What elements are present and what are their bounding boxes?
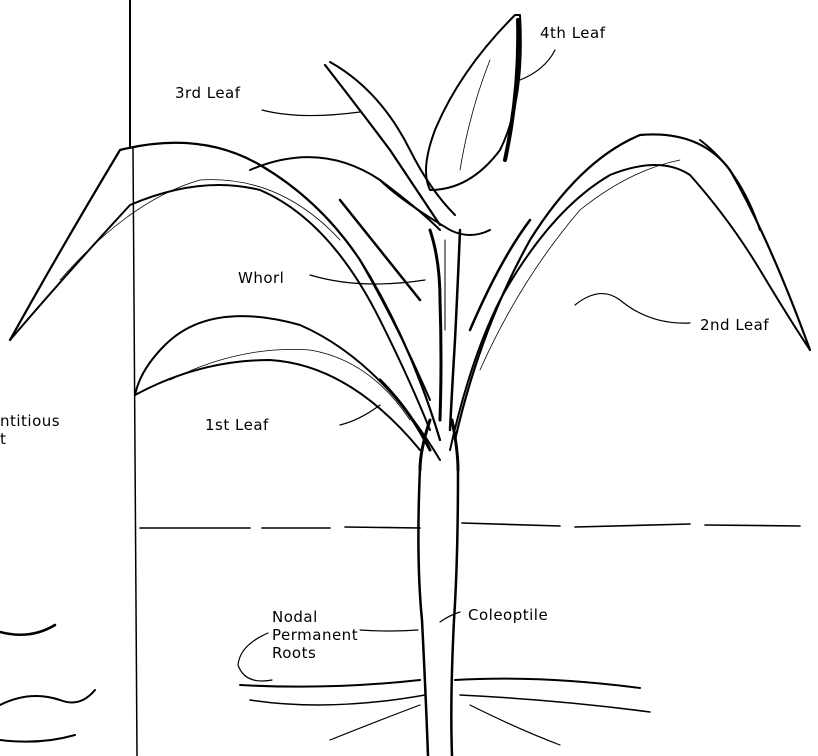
labels: 4th Leaf 3rd Leaf Whorl 2nd Leaf 1st Lea… bbox=[0, 24, 769, 662]
label-nodal-line1: Nodal bbox=[272, 608, 318, 626]
nodal-roots bbox=[240, 679, 650, 745]
third-leaf bbox=[10, 143, 440, 440]
soil-line bbox=[140, 523, 800, 528]
label-nodal-line2: Permanent bbox=[272, 626, 358, 644]
whorl bbox=[430, 230, 460, 430]
label-second-leaf: 2nd Leaf bbox=[700, 316, 769, 334]
label-fourth-leaf: 4th Leaf bbox=[540, 24, 606, 42]
label-first-leaf: 1st Leaf bbox=[205, 416, 269, 434]
first-leaf bbox=[135, 316, 440, 460]
label-third-leaf: 3rd Leaf bbox=[175, 84, 241, 102]
label-whorl: Whorl bbox=[238, 269, 284, 287]
adventitious-roots bbox=[0, 625, 95, 742]
label-coleoptile: Coleoptile bbox=[468, 606, 548, 624]
label-adventitious-line2: t bbox=[0, 430, 6, 448]
fourth-leaf bbox=[426, 15, 521, 190]
second-leaf bbox=[450, 134, 810, 450]
frame-lines bbox=[130, 0, 800, 756]
label-nodal-line3: Roots bbox=[272, 644, 316, 662]
third-leaf-upper bbox=[250, 62, 490, 235]
stem bbox=[418, 420, 458, 756]
label-adventitious-line1: ntitious bbox=[0, 412, 60, 430]
